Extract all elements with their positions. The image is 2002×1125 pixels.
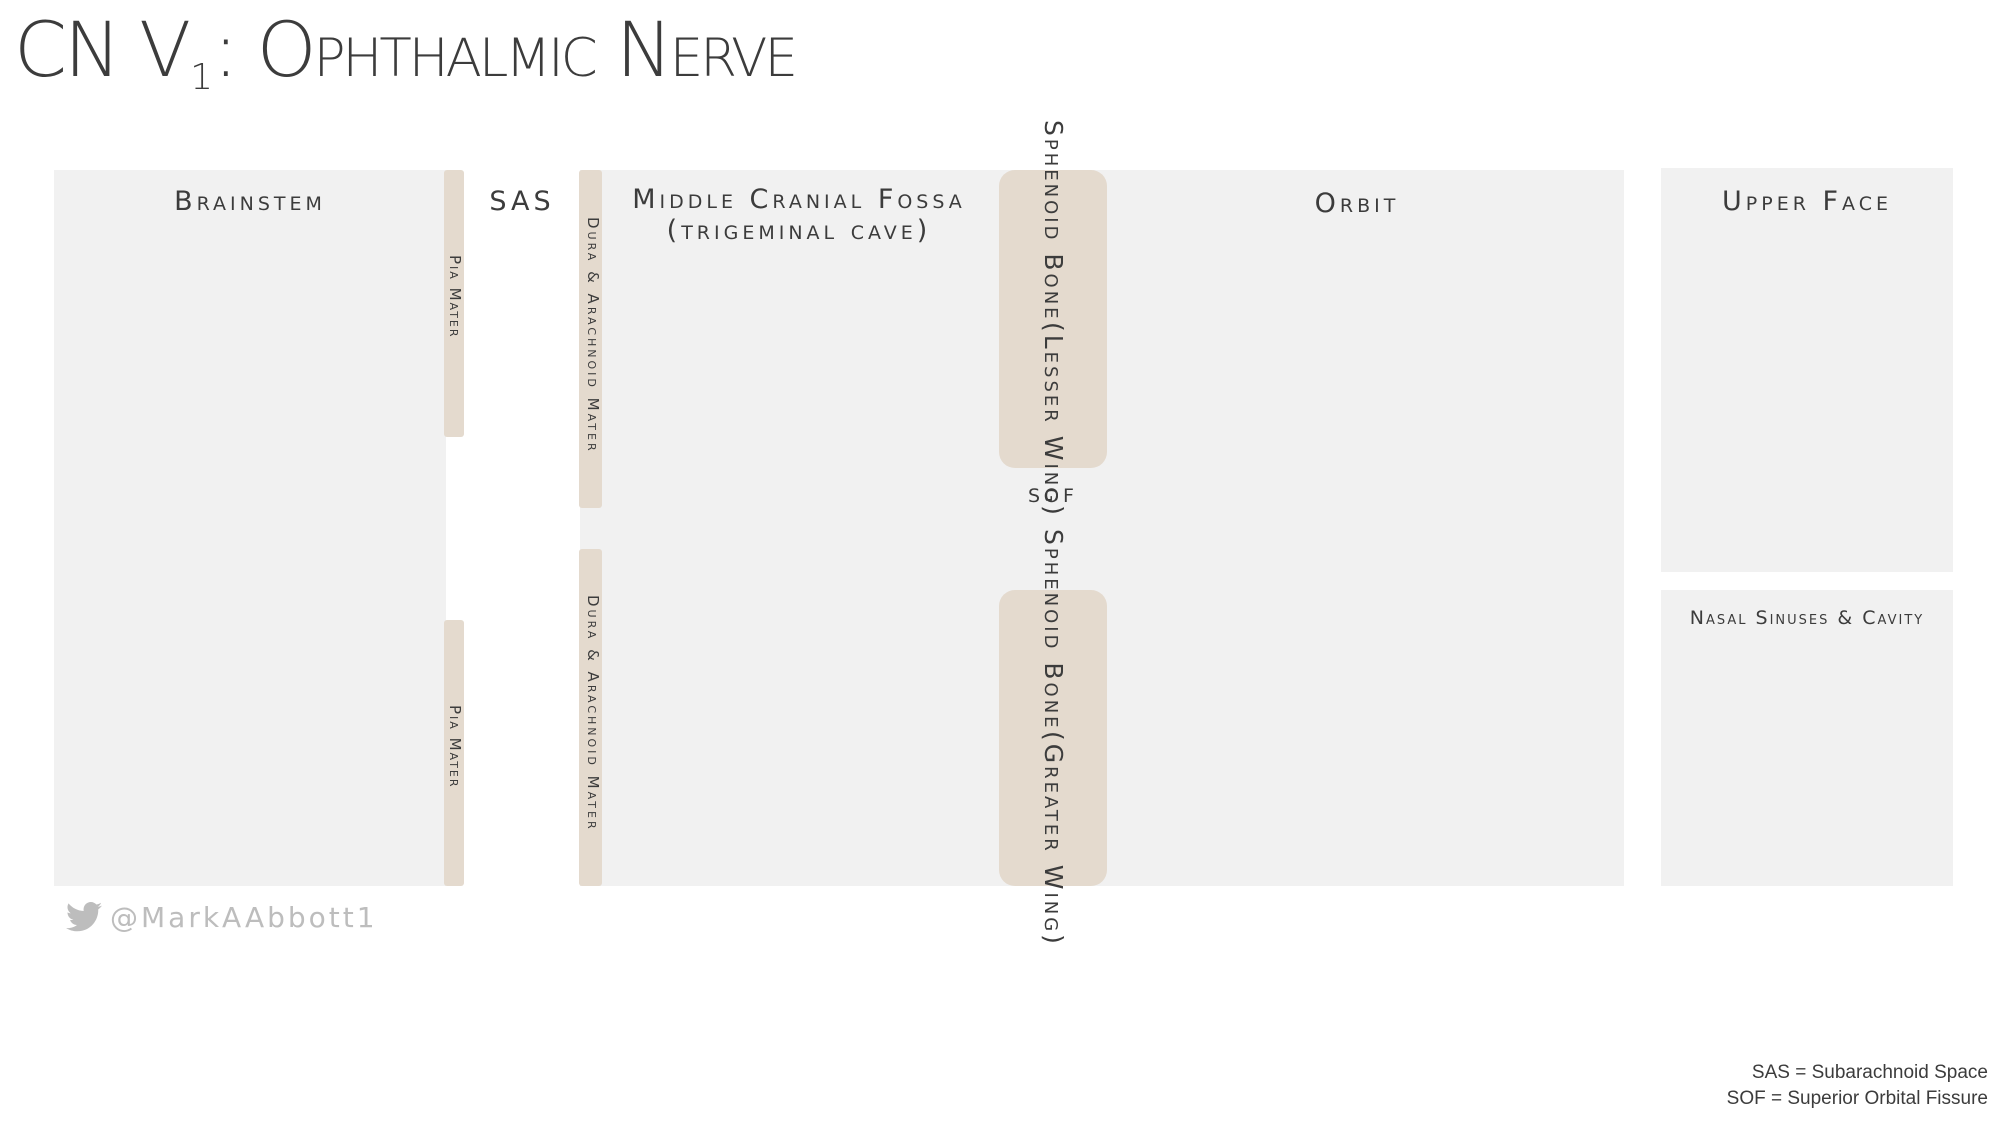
abbreviation-legend: SAS = Subarachnoid Space SOF = Superior …	[1727, 1060, 1988, 1112]
brainstem-panel	[54, 170, 446, 886]
legend-sof: SOF = Superior Orbital Fissure	[1726, 1088, 1988, 1109]
legend-sas: SAS = Subarachnoid Space	[1751, 1062, 1988, 1083]
middle-cranial-fossa-line2: (trigeminal cave)	[666, 215, 932, 246]
pia-mater-bottom-bar	[444, 620, 464, 886]
page-title: CN V1: Ophthalmic Nerve	[14, 12, 798, 98]
sphenoid-greater-line2: (Greater Wing)	[1039, 730, 1068, 947]
sphenoid-lesser-wing-label: Sphenoid Bone (Lesser Wing)	[999, 120, 1107, 517]
brainstem-label: Brainstem	[174, 186, 326, 217]
middle-cranial-fossa-line1: Middle Cranial Fossa	[632, 184, 966, 215]
sof-label: SOF	[1028, 485, 1078, 507]
sas-label: SAS	[489, 186, 555, 217]
sphenoid-greater-wing	[999, 590, 1107, 886]
sphenoid-lesser-line2: (Lesser Wing)	[1039, 321, 1068, 518]
nasal-label: Nasal Sinuses & Cavity	[1689, 607, 1925, 629]
upper-face-panel	[1661, 168, 1953, 572]
dura-bottom-label: Dura & Arachnoid Mater	[584, 595, 602, 832]
title-prefix: CN V	[14, 5, 191, 94]
nasal-panel	[1661, 590, 1953, 886]
dura-bottom-bar	[579, 549, 602, 886]
sphenoid-greater-line1: Sphenoid Bone	[1039, 529, 1068, 731]
orbit-label: Orbit	[1314, 188, 1400, 219]
twitter-bird-icon	[66, 902, 102, 932]
pia-mater-bottom-label: Pia Mater	[446, 705, 464, 789]
sphenoid-lesser-wing	[999, 170, 1107, 468]
pia-mater-top-bar	[444, 170, 464, 437]
middle-cranial-fossa-label: Middle Cranial Fossa (trigeminal cave)	[604, 184, 994, 246]
title-rest: : Ophthalmic Nerve	[212, 5, 798, 94]
pia-mater-top-label: Pia Mater	[446, 255, 464, 339]
dura-top-label: Dura & Arachnoid Mater	[584, 217, 602, 454]
sphenoid-greater-wing-label: Sphenoid Bone (Greater Wing)	[999, 529, 1107, 947]
dura-top-bar	[579, 170, 602, 508]
twitter-handle[interactable]: @MarkAAbbott1	[66, 900, 378, 934]
upper-face-label: Upper Face	[1722, 186, 1892, 217]
twitter-handle-text: @MarkAAbbott1	[110, 900, 378, 934]
sphenoid-lesser-line1: Sphenoid Bone	[1039, 120, 1068, 322]
title-subscript: 1	[190, 56, 213, 98]
